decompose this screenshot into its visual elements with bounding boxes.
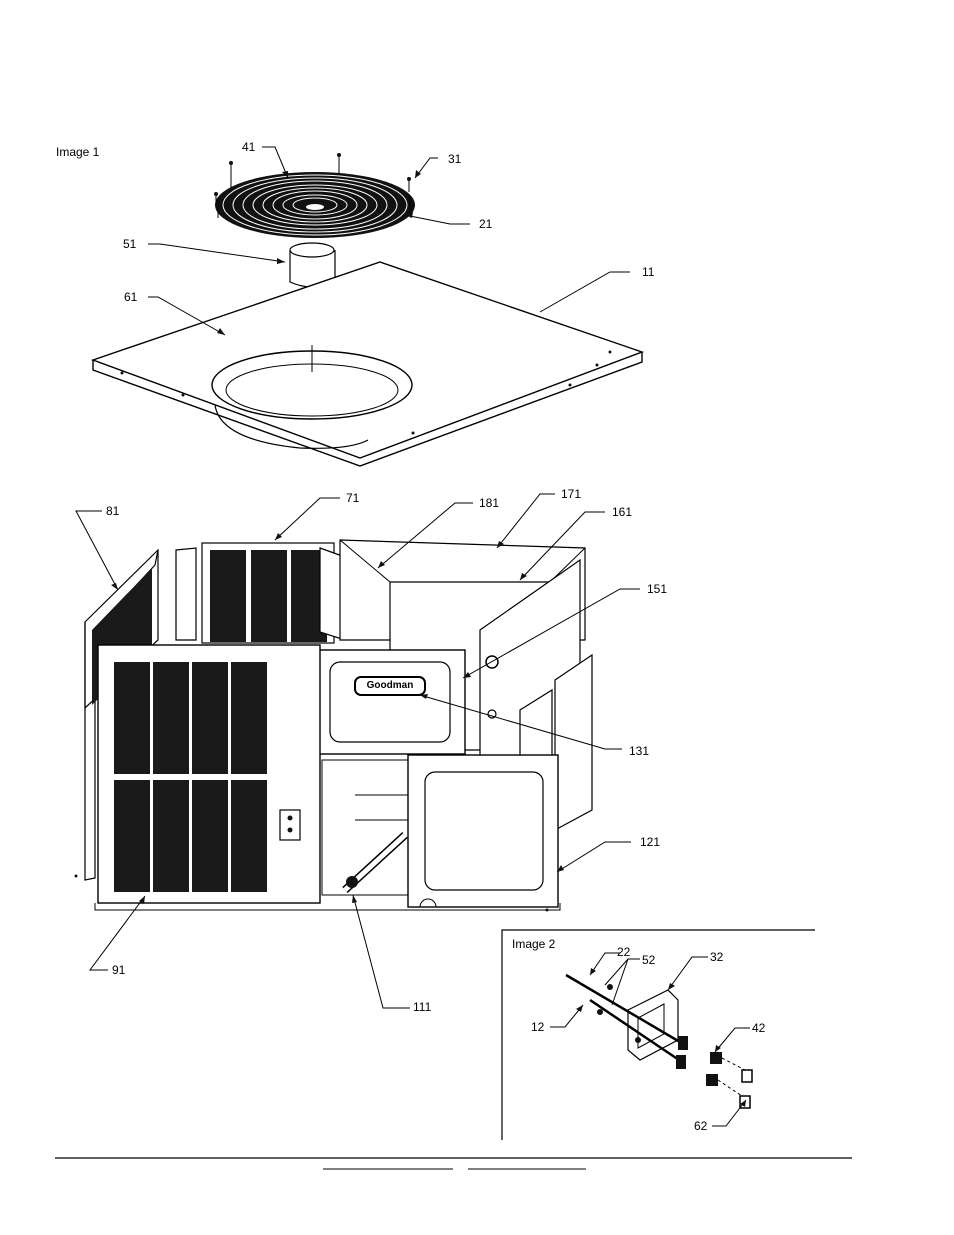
callout-22: 22	[617, 945, 631, 959]
callout-111: 111	[413, 1000, 432, 1014]
internal-components	[321, 759, 411, 896]
image2-title: Image 2	[512, 937, 556, 951]
callout-121: 121	[640, 835, 661, 849]
base-rail	[94, 903, 561, 911]
callout-11: 11	[642, 265, 655, 279]
rear-grille-panel	[201, 542, 335, 644]
service-valve-assembly	[565, 973, 753, 1109]
control-box-door	[314, 649, 466, 755]
image2-frame	[501, 929, 815, 1140]
callout-81: 81	[106, 504, 120, 518]
callout-161: 161	[612, 505, 633, 519]
unit-leaders	[75, 493, 640, 1009]
callout-41: 41	[242, 140, 256, 154]
fan-guard-grille	[215, 172, 415, 238]
callout-51: 51	[123, 237, 137, 251]
callout-21: 21	[479, 217, 493, 231]
top-panel	[90, 261, 645, 467]
image1-title: Image 1	[56, 145, 100, 159]
callout-52: 52	[642, 953, 656, 967]
image1-leaders	[148, 146, 630, 336]
callout-181: 181	[479, 496, 500, 510]
callout-62: 62	[694, 1119, 708, 1133]
front-access-panel	[407, 754, 559, 908]
callout-61: 61	[124, 290, 138, 304]
callout-131: 131	[629, 744, 650, 758]
callout-31: 31	[448, 152, 462, 166]
callout-42: 42	[752, 1021, 766, 1035]
callout-71: 71	[346, 491, 360, 505]
callout-32: 32	[710, 950, 724, 964]
brand-badge: Goodman	[366, 680, 414, 691]
fan-motor	[289, 242, 336, 310]
screws	[214, 153, 411, 203]
callout-12: 12	[531, 1020, 545, 1034]
callout-91: 91	[112, 963, 126, 977]
image2-leaders	[550, 952, 750, 1127]
callout-151: 151	[647, 582, 668, 596]
front-grille-panel	[97, 644, 321, 904]
callout-171: 171	[561, 487, 582, 501]
